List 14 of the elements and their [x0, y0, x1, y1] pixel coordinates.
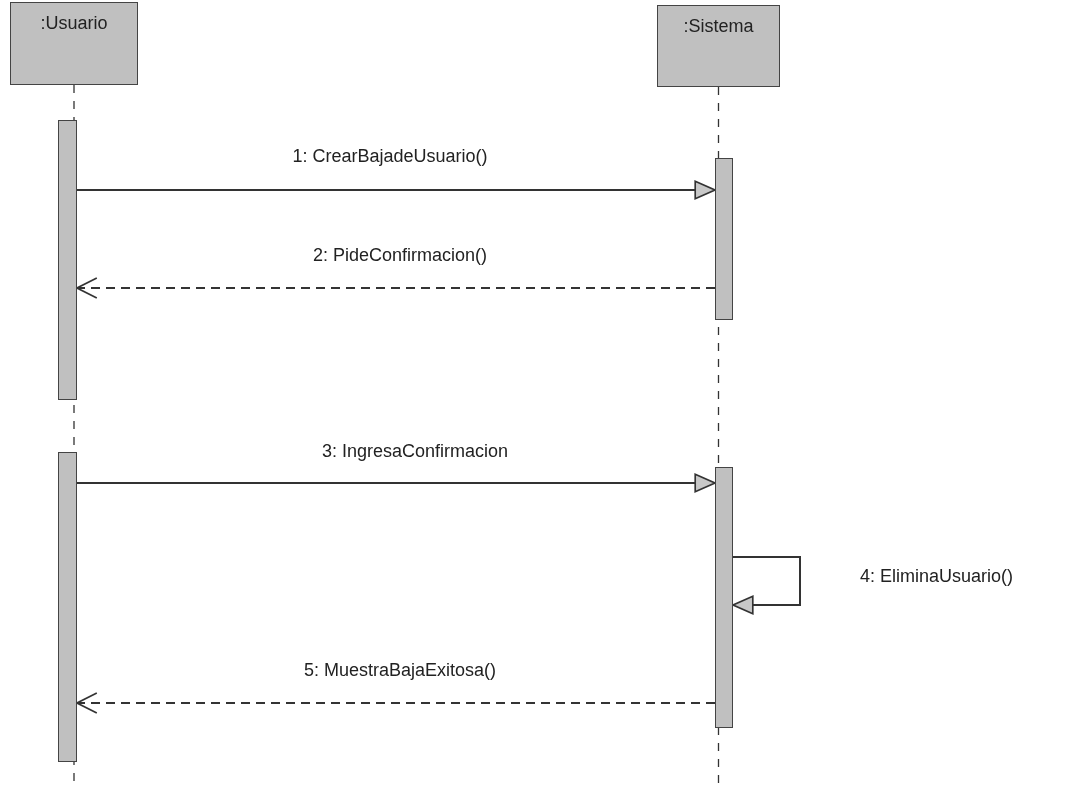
actor-name: :Usuario [40, 13, 108, 34]
lifeline-header-box [657, 5, 780, 87]
message-arrow [76, 180, 716, 200]
message-label: 1: CrearBajadeUsuario() [290, 146, 490, 167]
return-message-arrow [76, 277, 716, 299]
activation-bar [58, 452, 77, 762]
activation-bar [715, 467, 733, 728]
activation-bar [58, 120, 77, 400]
activation-bar [715, 158, 733, 320]
message-arrow [732, 556, 801, 615]
lifeline-header-box [10, 2, 138, 85]
message-arrow [76, 473, 716, 493]
return-message-arrow [76, 692, 716, 714]
actor-name: :Sistema [683, 16, 754, 37]
